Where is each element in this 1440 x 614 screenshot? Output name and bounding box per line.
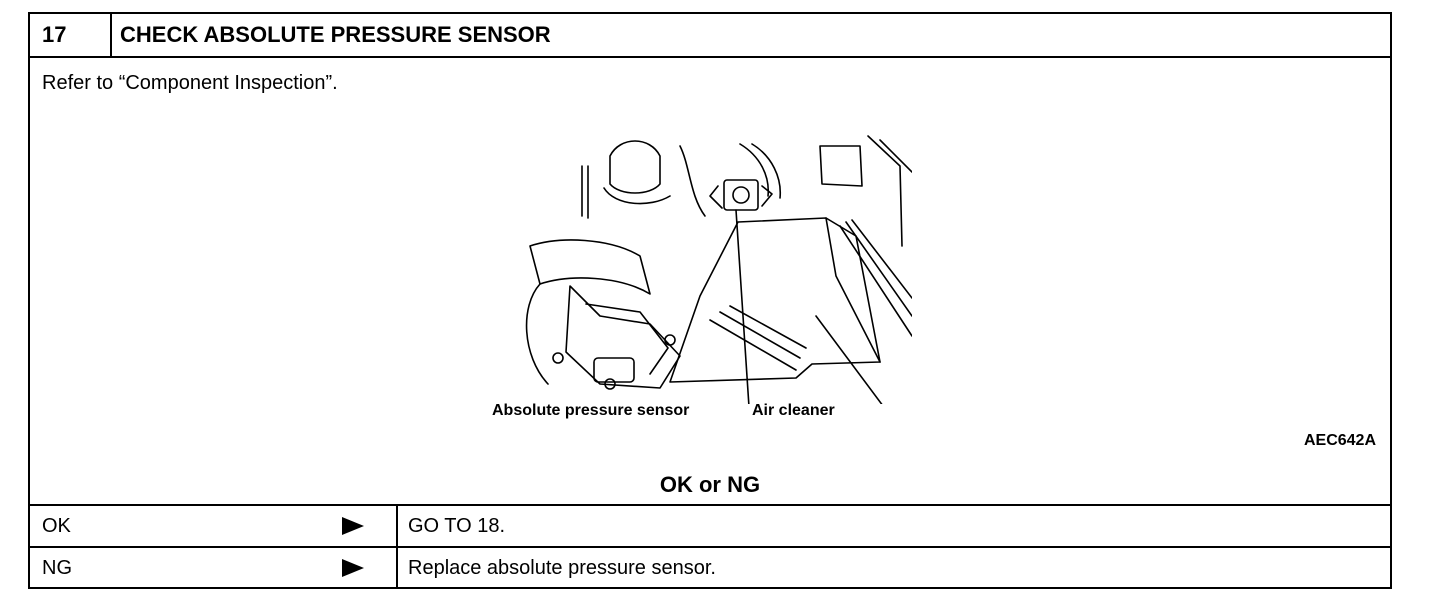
arrow-right-icon bbox=[342, 559, 364, 577]
outcome-action: Replace absolute pressure sensor. bbox=[408, 557, 716, 579]
engine-bay-illustration bbox=[500, 126, 912, 404]
outcome-row-ng: NG Replace absolute pressure sensor. bbox=[30, 546, 1390, 588]
outcome-condition: OK bbox=[42, 515, 71, 537]
figure-code: AEC642A bbox=[1303, 432, 1376, 449]
instruction-text: Refer to “Component Inspection”. bbox=[42, 72, 338, 94]
column-divider bbox=[396, 548, 398, 588]
step-header: 17 CHECK ABSOLUTE PRESSURE SENSOR bbox=[30, 14, 1390, 58]
step-number: 17 bbox=[30, 14, 112, 56]
outcome-action: GO TO 18. bbox=[408, 515, 506, 537]
result-heading: OK or NG bbox=[659, 472, 761, 497]
step-title: CHECK ABSOLUTE PRESSURE SENSOR bbox=[120, 22, 551, 47]
outcome-row-ok: OK GO TO 18. bbox=[30, 504, 1390, 546]
figure-label-air-cleaner: Air cleaner bbox=[752, 402, 835, 419]
arrow-right-icon bbox=[342, 517, 364, 535]
outcome-condition: NG bbox=[42, 557, 72, 579]
figure-label-pressure-sensor: Absolute pressure sensor bbox=[492, 402, 690, 419]
inspection-step-table: 17 CHECK ABSOLUTE PRESSURE SENSOR Refer … bbox=[28, 12, 1392, 589]
column-divider bbox=[396, 506, 398, 546]
